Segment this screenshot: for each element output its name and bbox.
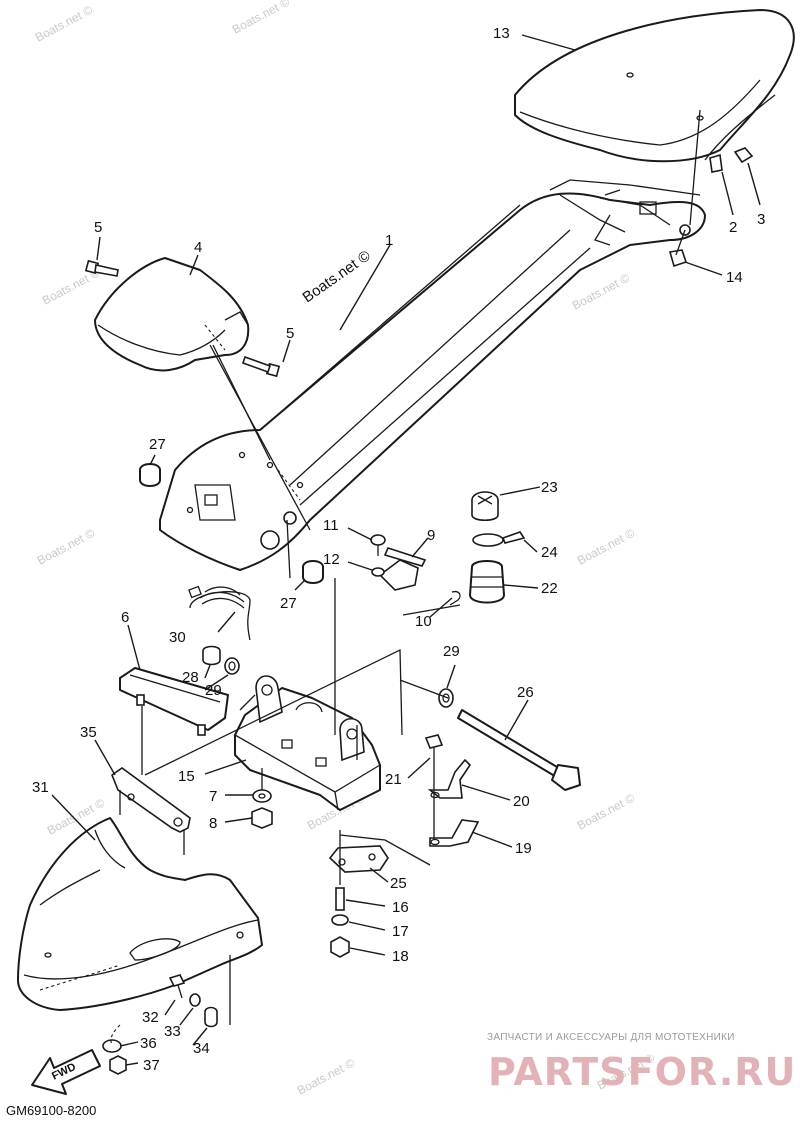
callout-32: 32 — [142, 1009, 159, 1026]
callout-30: 30 — [169, 629, 186, 646]
watermark: Boats.net © — [230, 0, 292, 37]
callout-6: 6 — [121, 609, 129, 626]
callout-23: 23 — [541, 479, 558, 496]
callout-12: 12 — [323, 551, 340, 568]
callout-27: 27 — [149, 436, 166, 453]
part-15-base-bracket — [234, 675, 381, 811]
callout-28: 28 — [182, 669, 199, 686]
callout-31: 31 — [32, 779, 49, 796]
callout-18: 18 — [392, 948, 409, 965]
part-13-top-cover — [514, 9, 795, 163]
watermark: Boats.net © — [33, 3, 95, 45]
callout-21: 21 — [385, 771, 402, 788]
callout-27: 27 — [280, 595, 297, 612]
callout-20: 20 — [513, 793, 530, 810]
callout-1: 1 — [385, 232, 393, 249]
callout-9: 9 — [427, 527, 435, 544]
callout-19: 19 — [515, 840, 532, 857]
callout-16: 16 — [392, 899, 409, 916]
leader-lines — [51, 34, 761, 1066]
callout-29: 29 — [443, 643, 460, 660]
diagram-code: GM69100-8200 — [6, 1103, 96, 1118]
watermark: Boats.net © — [575, 791, 637, 833]
brand-name: PARTSFOR.RU — [488, 1050, 796, 1094]
washer-nut-7-8 — [251, 789, 273, 829]
callout-34: 34 — [193, 1040, 210, 1057]
small-hardware-top — [84, 147, 754, 584]
arm-watermark-label: Boats.net © — [300, 247, 374, 306]
callout-10: 10 — [415, 613, 432, 630]
callout-14: 14 — [726, 269, 743, 286]
callout-37: 37 — [143, 1057, 160, 1074]
callout-11: 11 — [323, 517, 339, 534]
callout-25: 25 — [390, 875, 407, 892]
callout-17: 17 — [392, 923, 409, 940]
small-hardware-bottom — [102, 974, 218, 1075]
callout-5: 5 — [94, 219, 102, 236]
part-1-main-arm — [159, 179, 706, 571]
callout-3: 3 — [757, 211, 765, 228]
left-middle-parts — [119, 585, 251, 736]
watermark: Boats.net © — [295, 1056, 357, 1098]
fwd-arrow-icon: FWD — [31, 1049, 101, 1095]
assembly-lines — [39, 109, 701, 1046]
callout-26: 26 — [517, 684, 534, 701]
callout-2: 2 — [729, 219, 737, 236]
callout-22: 22 — [541, 580, 558, 597]
callout-15: 15 — [178, 768, 195, 785]
callout-24: 24 — [541, 544, 558, 561]
callout-8: 8 — [209, 815, 217, 832]
callout-5: 5 — [286, 325, 294, 342]
watermark: Boats.net © — [570, 271, 632, 313]
callout-7: 7 — [209, 788, 217, 805]
right-middle-hardware — [370, 491, 581, 791]
brand-logo: ЗАПЧАСТИ И АКСЕССУАРЫ ДЛЯ МОТОТЕХНИКИ PA… — [487, 1032, 796, 1094]
callout-4: 4 — [194, 239, 202, 256]
callout-29: 29 — [205, 682, 222, 699]
part-4-front-cap — [94, 257, 250, 372]
callout-35: 35 — [80, 724, 97, 741]
brand-tagline: ЗАПЧАСТИ И АКСЕССУАРЫ ДЛЯ МОТОТЕХНИКИ — [487, 1032, 735, 1043]
callouts: 13 2 3 14 1 5 4 5 27 27 11 12 9 10 23 24… — [32, 25, 765, 1074]
part-31-lower-cover — [17, 817, 263, 1011]
watermark: Boats.net © — [35, 526, 97, 568]
callout-13: 13 — [493, 25, 510, 42]
callout-33: 33 — [164, 1023, 181, 1040]
callout-36: 36 — [140, 1035, 157, 1052]
watermark: Boats.net © — [575, 526, 637, 568]
